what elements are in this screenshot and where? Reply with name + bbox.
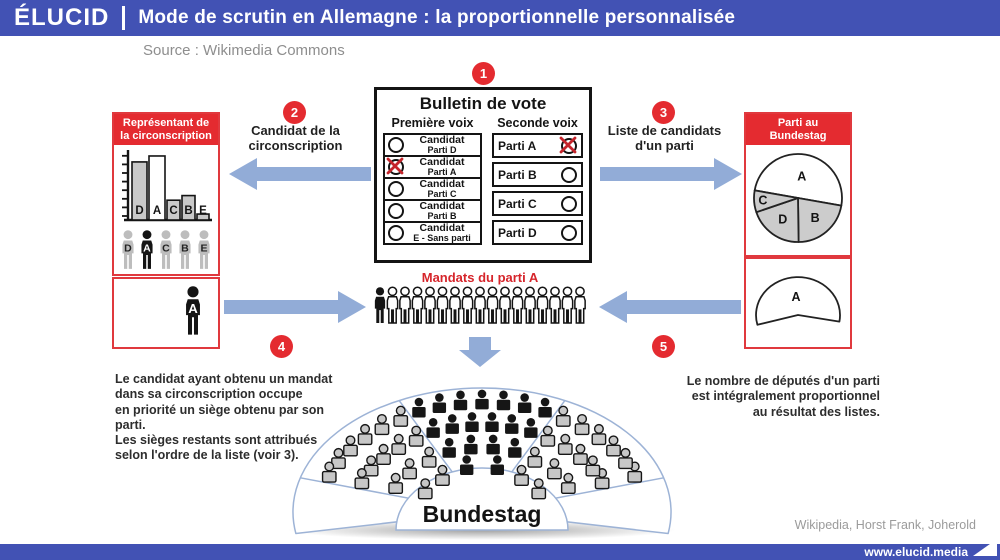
svg-text:A: A (153, 205, 161, 217)
vote-circle[interactable] (388, 181, 404, 197)
party-a-slice: A (755, 276, 841, 326)
svg-text:B: B (181, 243, 189, 255)
vote-circle[interactable] (561, 166, 577, 183)
header-bar: ÉLUCID Mode de scrutin en Allemagne : la… (0, 0, 1000, 36)
step-badge-1: 1 (472, 62, 495, 85)
credit-text: Wikipedia, Horst Frank, Joherold (794, 518, 976, 532)
website-url: www.elucid.media (864, 545, 968, 559)
district-winner-box: A (112, 277, 220, 349)
svg-text:A: A (797, 170, 806, 184)
page-title: Mode de scrutin en Allemagne : la propor… (138, 7, 736, 28)
vote-circle[interactable] (561, 224, 577, 241)
step-badge-4: 4 (270, 335, 293, 358)
svg-text:D: D (778, 213, 787, 227)
ballot-row-second-vote[interactable]: Parti B (492, 162, 583, 187)
arrow-seats-to-mandates (599, 291, 741, 323)
bottom-bar: www.elucid.media (0, 544, 1000, 560)
vote-circle[interactable] (388, 203, 404, 219)
bundestag-label: Bundestag (423, 501, 542, 527)
bundestag-hemicycle: Bundestag (288, 387, 676, 540)
arrow-down-to-bundestag (459, 337, 501, 367)
party-slice-box: A (744, 257, 852, 349)
step-badge-5: 5 (652, 335, 675, 358)
step-badge-2: 2 (283, 101, 306, 124)
vote-x-mark (559, 136, 577, 153)
ballot-col2-header: Seconde voix (497, 116, 578, 130)
svg-text:C: C (758, 194, 767, 208)
party-label: Parti C (498, 196, 537, 211)
step5-text: Le nombre de députés d'un parti est inté… (686, 374, 880, 419)
party-label: Parti A (498, 138, 537, 153)
party-pie-chart: A B DC (753, 153, 843, 244)
svg-text:A: A (143, 243, 151, 255)
vote-x-mark (386, 157, 404, 175)
step4-text: Le candidat ayant obtenu un mandat dans … (115, 372, 333, 463)
step2-label: Candidat de la circonscription (248, 123, 343, 153)
vote-circle[interactable] (388, 225, 404, 241)
mandates-title: Mandats du parti A (421, 270, 539, 285)
party-label: Parti B (498, 167, 537, 182)
district-winner-figure: A (186, 286, 200, 335)
vote-circle[interactable] (561, 195, 577, 212)
svg-text:E: E (199, 205, 207, 217)
step3-label: Liste de candidats d'un parti (607, 123, 722, 153)
arrow-winner-to-mandates (224, 291, 366, 323)
svg-text:C: C (169, 205, 177, 217)
svg-text:A: A (188, 301, 198, 316)
ballot-row-second-vote[interactable]: Parti C (492, 191, 583, 216)
header-divider (122, 6, 126, 30)
svg-text:B: B (184, 205, 192, 217)
elucid-logo: ÉLUCID (14, 4, 110, 31)
svg-text:E: E (200, 243, 207, 255)
svg-text:B: B (811, 211, 820, 225)
vote-circle[interactable] (388, 137, 404, 153)
vote-circle[interactable] (559, 136, 577, 154)
ballot-col1-header: Première voix (391, 116, 474, 130)
ballot-row-second-vote[interactable]: Parti A (492, 133, 583, 158)
party-label: Parti D (498, 225, 537, 240)
ballot-title: Bulletin de vote (419, 94, 547, 113)
source-caption: Source : Wikimedia Commons (143, 42, 345, 59)
svg-text:A: A (791, 290, 800, 304)
vote-circle[interactable] (386, 157, 404, 175)
step-badge-3: 3 (652, 101, 675, 124)
arrow-right-to-party (600, 158, 742, 190)
svg-text:D: D (135, 205, 143, 217)
ballot-row-second-vote[interactable]: Parti D (492, 220, 583, 245)
party-bundestag-title: Parti au Bundestag (746, 114, 850, 146)
district-representative-title: Représentant de la circonscription (114, 114, 218, 146)
elucid-flag-icon (973, 539, 997, 556)
mandates-figures (374, 286, 586, 324)
arrow-left-to-district (229, 158, 371, 190)
ballot-second-rows: Parti A Parti B Parti C Parti D (492, 133, 583, 245)
svg-text:C: C (162, 243, 170, 255)
svg-text:D: D (124, 243, 132, 255)
